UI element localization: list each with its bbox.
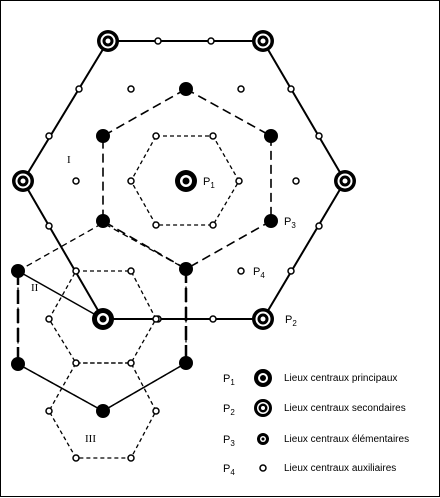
region-label-ii: II: [31, 282, 39, 294]
legend-symbol-auxiliary: [259, 464, 267, 472]
legend-label-secondary: Lieux centraux secondaires: [284, 403, 406, 414]
legend-symbol-principal: [254, 369, 272, 387]
principal-center-main: [175, 170, 197, 192]
connector-line: [17, 270, 104, 320]
auxiliary-centers: [45, 37, 323, 462]
label-p4: P4: [253, 266, 265, 280]
region-label-i: I: [67, 154, 71, 166]
legend-key-p3: P3: [223, 434, 235, 448]
secondary-centers: [12, 30, 356, 330]
principal-center-ii: [92, 308, 114, 330]
legend-key-p1: P1: [223, 373, 235, 387]
label-p2: P2: [285, 314, 297, 328]
label-p3: P3: [284, 216, 296, 230]
label-p1: P1: [203, 176, 215, 190]
legend-key-p2: P2: [223, 403, 235, 417]
legend-label-principal: Lieux centraux principaux: [284, 373, 397, 384]
region-label-iii: III: [85, 433, 96, 445]
legend: P1 Lieux centraux principaux P2 Lieux ce…: [223, 369, 409, 477]
elementary-centers: [11, 82, 278, 418]
legend-symbol-elementary: [257, 433, 269, 445]
legend-key-p4: P4: [223, 463, 235, 477]
legend-label-elementary: Lieux centraux élémentaires: [284, 434, 409, 445]
legend-label-auxiliary: Lieux centraux auxiliaires: [284, 463, 396, 474]
legend-symbol-secondary: [254, 399, 272, 417]
